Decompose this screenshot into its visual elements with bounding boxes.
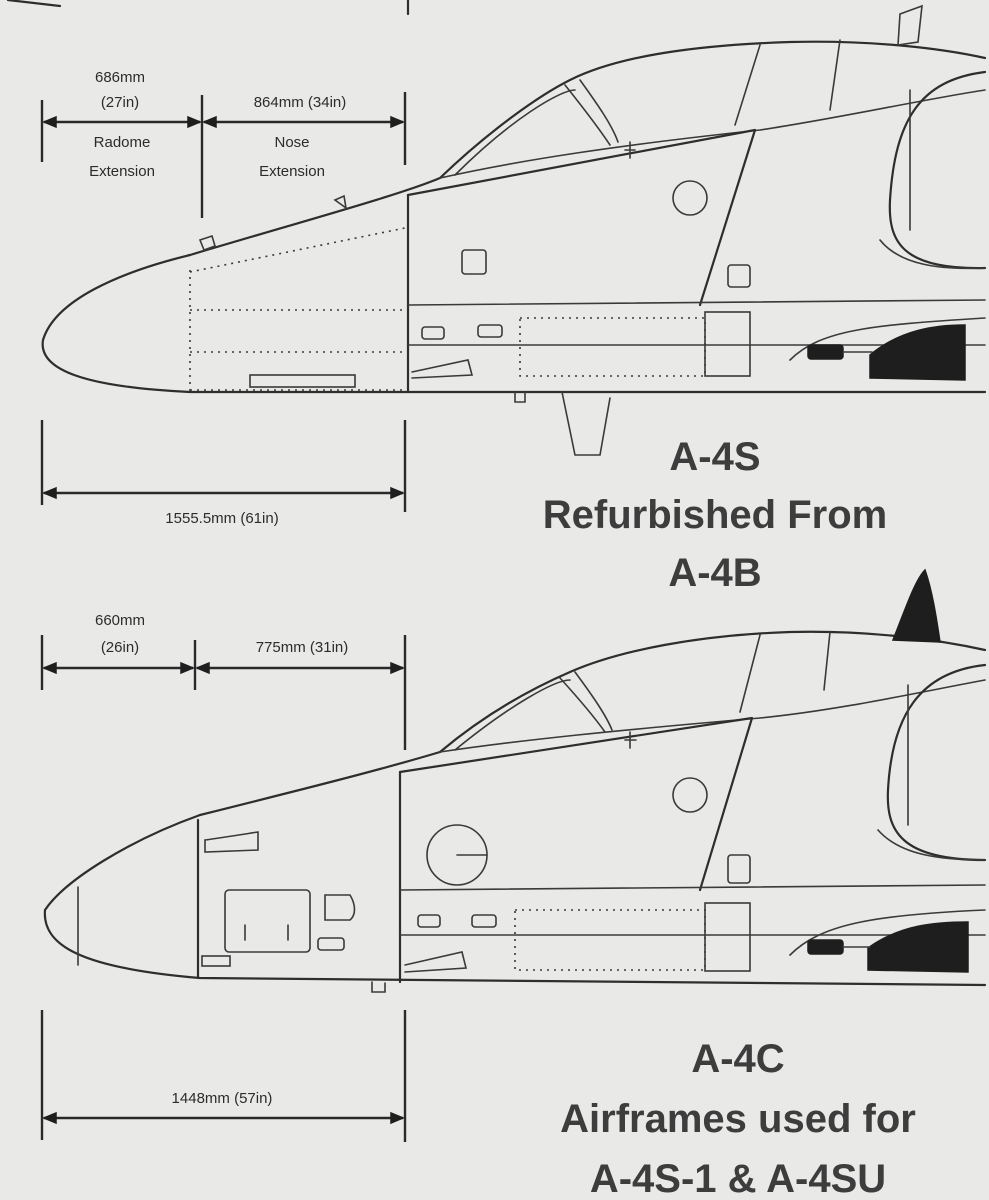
nose-extension-label: Nose: [274, 134, 309, 151]
probe: [624, 731, 637, 749]
hatch-panel: [204, 831, 259, 853]
canopy-outline: [438, 40, 987, 180]
a4s-caption-source: A-4B: [668, 551, 761, 595]
fuselage-upper-line: [188, 176, 442, 257]
gun-breech: [807, 939, 844, 955]
intake-lip: [877, 829, 986, 861]
access-panel: [727, 854, 751, 884]
probe: [624, 141, 636, 159]
access-panel: [477, 324, 503, 338]
access-panel: [421, 326, 445, 340]
antenna: [371, 981, 386, 993]
canopy-frame: [559, 677, 606, 733]
access-panel: [317, 937, 345, 951]
antenna: [411, 359, 474, 379]
a4c-dimensions: 660mm (26in) 775mm (31in) 1448mm (57in): [40, 612, 407, 1142]
gun-breech: [807, 344, 844, 360]
radome-length-in: (27in): [101, 94, 139, 111]
intake-lip: [879, 239, 986, 270]
equipment-bay: [519, 317, 706, 377]
panel-line: [406, 128, 757, 307]
frame-line: [6, 0, 62, 8]
access-panel: [201, 955, 231, 967]
gun-fairing: [789, 909, 986, 956]
access-panel: [224, 889, 311, 953]
radome-length-in: (26in): [101, 639, 139, 656]
canopy-frame: [564, 84, 611, 146]
canopy-sill: [439, 89, 986, 179]
fuselage-outline: [43, 813, 987, 987]
a4c-caption-title: A-4C: [691, 1037, 784, 1081]
equipment-bay: [514, 909, 706, 971]
access-panel: [324, 894, 356, 921]
canopy-frame: [579, 79, 619, 143]
panel-line: [399, 884, 986, 891]
dim-arrowheads: [42, 661, 405, 1125]
access-panel: [704, 311, 751, 377]
canopy-frame: [739, 634, 761, 713]
canopy-sill: [439, 679, 986, 753]
rivet-line: [189, 227, 406, 273]
a4s-nose-drawing: [41, 4, 987, 456]
nose-length: 864mm (34in): [254, 94, 347, 111]
gun-barrel: [869, 324, 966, 381]
antenna-blade: [891, 568, 941, 643]
a4c-caption-subtitle: Airframes used for: [560, 1097, 916, 1141]
a4s-caption-subtitle: Refurbished From: [543, 493, 887, 537]
a4c-caption-variants: A-4S-1 & A-4SU: [590, 1157, 886, 1200]
canopy-frame: [454, 679, 571, 751]
access-panel: [417, 914, 441, 928]
probe: [897, 4, 923, 46]
a4s-dimensions: 686mm (27in) Radome Extension 864mm (34i…: [40, 69, 407, 527]
radome-length-mm: 660mm: [95, 612, 145, 629]
nose-extension-label: Extension: [259, 163, 325, 180]
intake-outline: [888, 70, 987, 270]
total-length: 1448mm (57in): [172, 1090, 273, 1107]
radome-extension-label: Radome: [94, 134, 151, 151]
access-panel: [471, 914, 497, 928]
canopy-frame: [823, 631, 831, 691]
canopy-outline: [438, 630, 987, 754]
canopy-frame: [734, 44, 761, 126]
canopy-frame: [574, 671, 613, 731]
radome-length-mm: 686mm: [95, 69, 145, 86]
gun-fairing: [789, 317, 986, 361]
canopy-frame: [829, 39, 841, 111]
panel-line: [407, 299, 986, 306]
gun-barrel: [867, 921, 969, 973]
fuselage-outline: [41, 253, 987, 394]
total-length: 1555.5mm (61in): [165, 510, 278, 527]
dim-arrowheads: [42, 115, 405, 500]
vent-circle: [672, 180, 708, 216]
a4s-caption-title: A-4S: [669, 435, 760, 479]
a4c-nose-drawing: [43, 568, 987, 993]
probe: [333, 194, 348, 210]
nose-length: 775mm (31in): [256, 639, 349, 656]
radome-extension-label: Extension: [89, 163, 155, 180]
intake-outline: [886, 663, 987, 862]
pitot-fairing: [561, 391, 611, 456]
antenna: [514, 391, 526, 403]
access-panel: [704, 902, 751, 972]
antenna: [404, 951, 468, 973]
fuselage-upper-line: [198, 750, 442, 817]
access-panel: [461, 249, 487, 275]
probe: [198, 234, 216, 252]
access-panel: [727, 264, 751, 288]
vent-circle: [672, 777, 708, 813]
access-panel: [249, 374, 356, 388]
panel-line: [398, 716, 754, 892]
canopy-frame: [454, 89, 576, 176]
